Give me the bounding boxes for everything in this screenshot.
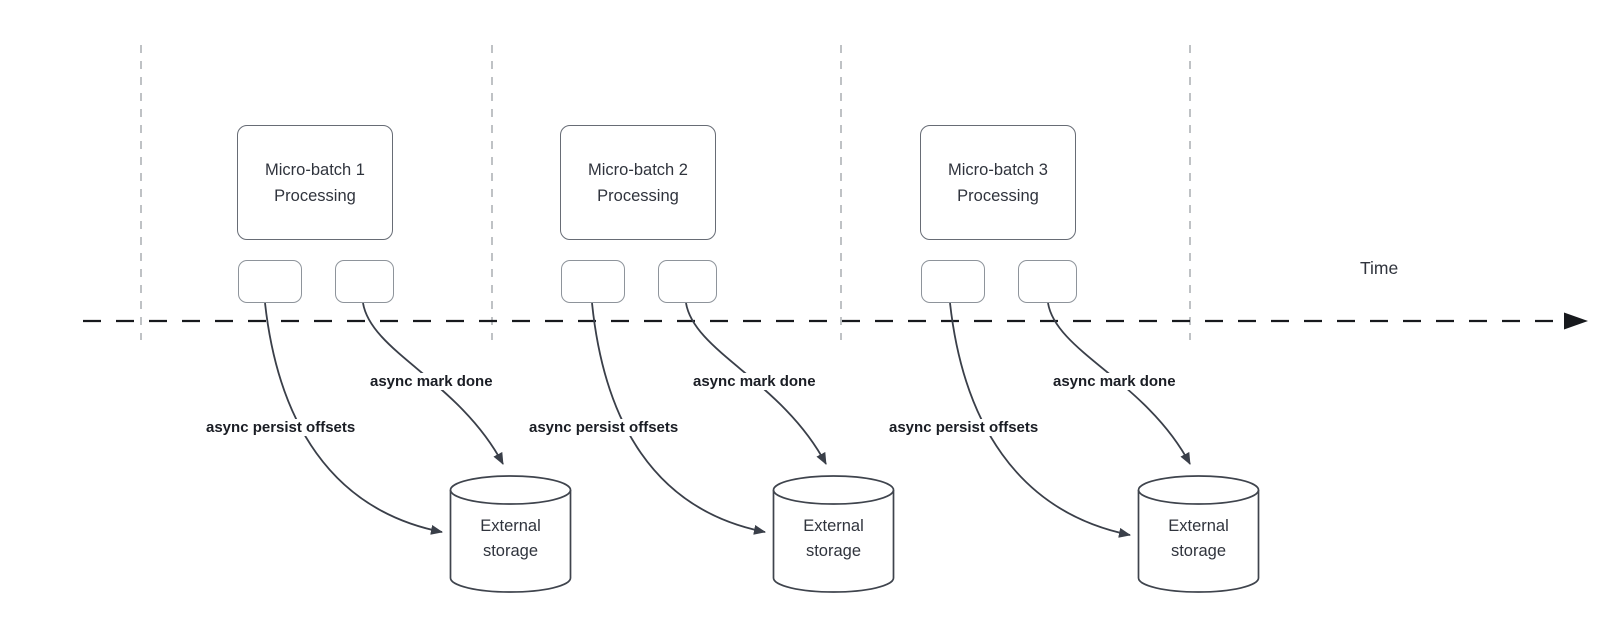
micro-batch-1-arrows [264,302,504,535]
mark-done-source-box [658,260,717,303]
async-mark-done-label: async mark done [1051,373,1178,390]
micro-batch-2-box: Micro-batch 2 Processing [560,125,716,240]
async-persist-offsets-arrow [949,302,1131,538]
micro-batch-2-box-label: Micro-batch 2 Processing [588,160,688,205]
mark-done-source-box [1018,260,1077,303]
async-persist-offsets-label: async persist offsets [527,419,681,436]
async-mark-done-arrow [1047,302,1191,465]
async-persist-offsets-label: async persist offsets [887,419,1041,436]
external-storage-label: External storage [803,517,864,560]
external-storage-cylinder [772,474,895,594]
async-persist-offsets-arrow [591,302,766,535]
external-storage-label: External storage [480,517,541,560]
persist-source-box [561,260,625,303]
micro-batch-1-group: Micro-batch 1 Processing async persist o… [204,0,577,642]
external-storage-cylinder [449,474,572,594]
persist-source-box [921,260,985,303]
async-mark-done-arrow [685,302,827,465]
time-axis-arrowhead-icon [1564,312,1588,330]
micro-batch-3-box-label: Micro-batch 3 Processing [948,160,1048,205]
time-axis-label: Time [1360,258,1399,278]
micro-batch-2-arrows [591,302,827,535]
micro-batch-2-group: Micro-batch 2 Processing async persist o… [527,0,900,642]
persist-source-box [238,260,302,303]
async-persist-offsets-arrow [264,302,443,535]
micro-batch-3-group: Micro-batch 3 Processing async persist o… [887,0,1260,642]
async-mark-done-label: async mark done [368,373,495,390]
external-storage-label: External storage [1168,517,1229,560]
micro-batch-3-arrows [949,302,1191,538]
micro-batch-1-box: Micro-batch 1 Processing [237,125,393,240]
external-storage-cylinder [1137,474,1260,594]
async-mark-done-arrow [362,302,504,465]
async-persist-offsets-label: async persist offsets [204,419,358,436]
micro-batch-3-box: Micro-batch 3 Processing [920,125,1076,240]
micro-batch-1-box-label: Micro-batch 1 Processing [265,160,365,205]
mark-done-source-box [335,260,394,303]
async-mark-done-label: async mark done [691,373,818,390]
